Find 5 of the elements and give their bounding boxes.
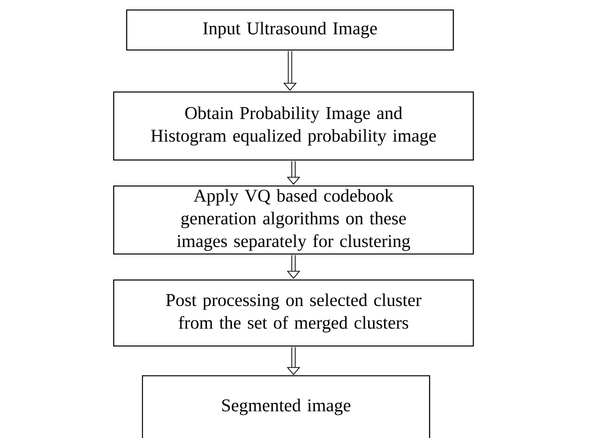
process-box: Apply VQ based codebook generation algorithms on these images separately for clustering (113, 185, 474, 255)
process-box: Segmented image (142, 375, 430, 438)
process-box: Post processing on selected cluster from the set of merged clusters (113, 279, 474, 347)
process-box: Input Ultrasound Image (126, 9, 454, 51)
process-box: Obtain Probability Image and Histogram equalized probability image (113, 91, 474, 161)
